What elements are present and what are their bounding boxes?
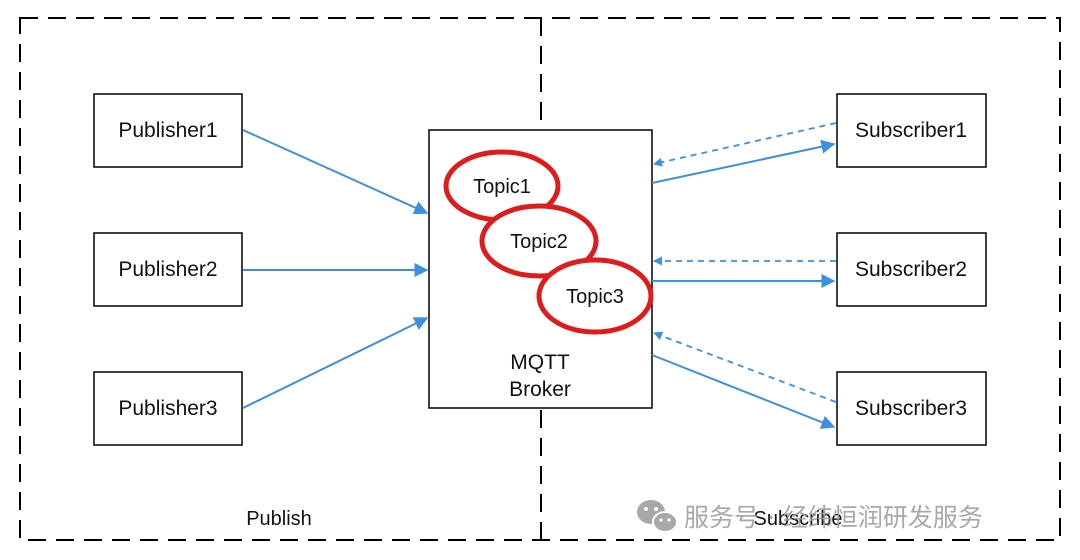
broker-label-line2: Broker bbox=[509, 378, 571, 401]
arrow-subscriber1-subscribe-request bbox=[653, 122, 837, 167]
subscriber-node-2: Subscriber2 bbox=[836, 232, 987, 307]
topic-2: Topic2 bbox=[479, 203, 599, 279]
publisher-node-1: Publisher1 bbox=[93, 93, 243, 168]
watermark: 服务号 · 经纬恒润研发服务 bbox=[637, 500, 983, 533]
subscriber-node-1: Subscriber1 bbox=[836, 93, 987, 168]
topic-1-label: Topic1 bbox=[473, 176, 531, 198]
publish-region-label: Publish bbox=[246, 508, 312, 530]
arrow-broker-to-subscriber3 bbox=[651, 354, 836, 429]
subscriber-2-label: Subscriber2 bbox=[855, 258, 967, 281]
topic-3-label: Topic3 bbox=[566, 286, 624, 308]
publisher-2-label: Publisher2 bbox=[118, 258, 217, 281]
publisher-1-label: Publisher1 bbox=[118, 119, 217, 142]
publisher-node-3: Publisher3 bbox=[93, 371, 243, 446]
publisher-3-label: Publisher3 bbox=[118, 397, 217, 420]
subscriber-3-label: Subscriber3 bbox=[855, 397, 967, 420]
topic-2-label: Topic2 bbox=[510, 231, 568, 253]
broker-label-line1: MQTT bbox=[510, 351, 570, 374]
subscribe-region-label: Subscribe bbox=[754, 508, 843, 530]
subscriber-1-label: Subscriber1 bbox=[855, 119, 967, 142]
subscriber-node-3: Subscriber3 bbox=[836, 371, 987, 446]
wechat-icon bbox=[637, 500, 678, 533]
watermark-text: 服务号 · 经纬恒润研发服务 bbox=[684, 503, 983, 532]
publisher-node-2: Publisher2 bbox=[93, 232, 243, 307]
topic-3: Topic3 bbox=[536, 257, 654, 335]
arrow-publisher3-to-broker bbox=[242, 317, 429, 409]
topic-1: Topic1 bbox=[443, 149, 561, 223]
arrow-broker-to-subscriber1 bbox=[651, 139, 836, 184]
arrow-publisher1-to-broker bbox=[242, 129, 429, 215]
